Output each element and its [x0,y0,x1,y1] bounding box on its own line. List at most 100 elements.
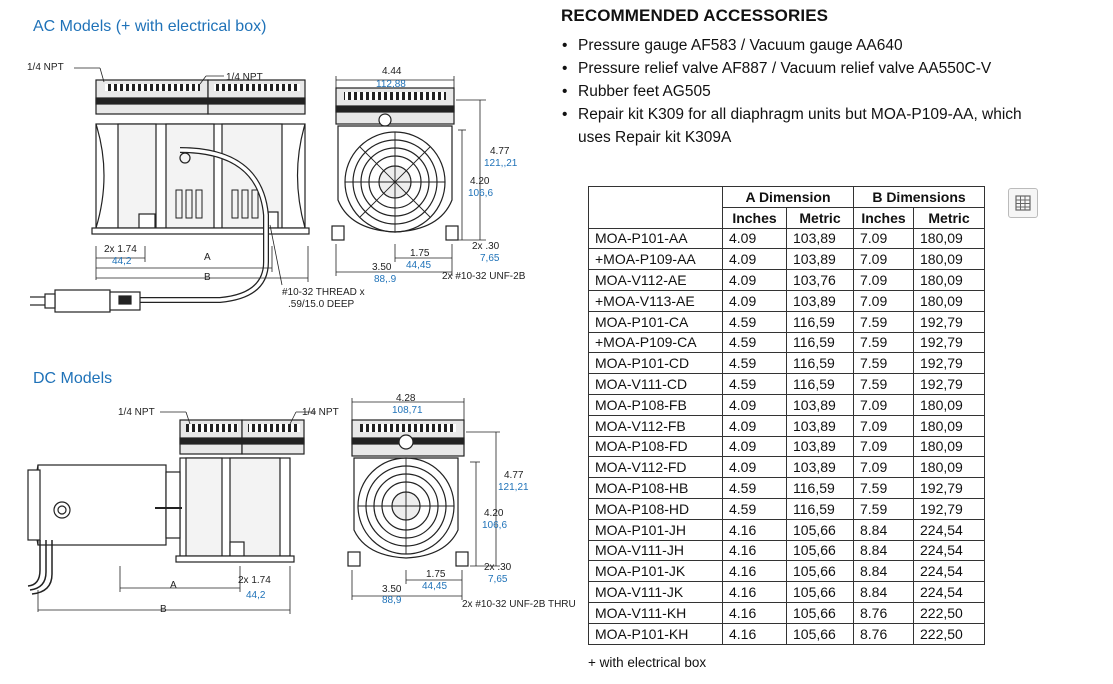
value-cell: 222,50 [913,622,985,645]
model-cell: MOA-P108-HD [588,497,723,520]
value-cell: 7.59 [853,373,914,395]
dc-npt-left: 1/4 NPT [118,407,155,418]
value-cell: 180,09 [913,393,985,416]
dc-label-b: B [160,604,167,615]
value-cell: 4.09 [722,248,787,271]
model-cell: MOA-V111-CD [588,373,723,395]
model-header [588,186,723,229]
dc-front-view [347,398,500,600]
ac-front-view [331,76,486,276]
ac-front-d350-mm: 88,.9 [374,274,397,285]
dc-front-d350: 3.50 [382,584,402,595]
value-cell: 4.09 [722,269,787,291]
dc-npt-right: 1/4 NPT [302,407,339,418]
model-cell: MOA-P101-KH [588,622,723,645]
ac-dim-2x174: 2x 1.74 [104,244,137,255]
ac-thread: #10-32 THREAD x [282,287,365,298]
value-cell: 224,54 [913,518,985,541]
value-cell: 4.16 [722,539,787,562]
model-cell: MOA-P108-FD [588,435,723,458]
value-cell: 105,66 [786,601,854,624]
value-cell: 224,54 [913,560,985,583]
ac-thread-depth: .59/15.0 DEEP [288,299,355,310]
value-cell: 8.76 [853,601,914,624]
model-cell: MOA-V111-JK [588,581,723,603]
value-cell: 7.59 [853,497,914,520]
spreadsheet-icon[interactable] [1008,188,1038,218]
model-cell: +MOA-P109-CA [588,331,723,354]
dc-dim-2x174-mm: 44,2 [246,590,266,601]
value-cell: 7.09 [853,456,914,479]
model-cell: MOA-P101-JK [588,560,723,583]
value-cell: 103,89 [786,248,854,271]
value-cell: 192,79 [913,310,985,333]
dc-front-unf: 2x #10-32 UNF-2B THRU [462,599,576,610]
value-cell: 116,59 [786,331,854,354]
ac-front-h1-mm: 121,,21 [484,158,518,169]
table-footnote: + with electrical box [588,655,707,670]
value-cell: 7.09 [853,269,914,291]
value-cell: 7.09 [853,393,914,416]
value-cell: 180,09 [913,435,985,458]
value-cell: 116,59 [786,477,854,499]
value-cell: 4.59 [722,352,787,375]
accessory-item: Rubber feet AG505 [562,80,1102,103]
value-cell: 7.09 [853,414,914,437]
b-metric-header: Metric [913,206,985,229]
value-cell: 7.09 [853,435,914,458]
ac-label-a: A [204,252,211,263]
value-cell: 7.09 [853,248,914,271]
value-cell: 4.09 [722,456,787,479]
ac-npt-right: 1/4 NPT [226,72,263,83]
dc-label-a: A [170,580,177,591]
value-cell: 103,89 [786,435,854,458]
ac-npt-left: 1/4 NPT [27,62,64,73]
value-cell: 105,66 [786,518,854,541]
ac-front-width: 4.44 [382,66,402,77]
value-cell: 180,09 [913,227,985,250]
ac-front-width-mm: 112,88 [376,79,406,90]
model-cell: +MOA-V113-AE [588,289,723,312]
value-cell: 224,54 [913,539,985,562]
value-cell: 180,09 [913,269,985,291]
accessory-item: Repair kit K309 for all diaphragm units … [562,103,1048,149]
value-cell: 222,50 [913,601,985,624]
value-cell: 7.09 [853,289,914,312]
value-cell: 224,54 [913,581,985,603]
dc-front-h2: 4.20 [484,508,504,519]
dc-front-d2x30: 2x .30 [484,562,512,573]
value-cell: 192,79 [913,477,985,499]
value-cell: 180,09 [913,248,985,271]
ac-label-b: B [204,272,211,283]
b-dimension-header: B Dimensions [853,186,985,208]
value-cell: 8.84 [853,518,914,541]
dc-front-d2x30-mm: 7,65 [488,574,508,585]
value-cell: 103,89 [786,393,854,416]
ac-front-d2x30: 2x .30 [472,241,500,252]
value-cell: 180,09 [913,456,985,479]
a-metric-header: Metric [786,206,854,229]
value-cell: 4.59 [722,477,787,499]
value-cell: 103,89 [786,227,854,250]
a-dimension-header: A Dimension [722,186,854,208]
a-inches-header: Inches [722,206,787,229]
value-cell: 105,66 [786,560,854,583]
value-cell: 4.16 [722,601,787,624]
value-cell: 116,59 [786,373,854,395]
value-cell: 103,89 [786,414,854,437]
dc-front-width: 4.28 [396,393,416,404]
value-cell: 192,79 [913,331,985,354]
accessory-item: Pressure gauge AF583 / Vacuum gauge AA64… [562,34,1102,57]
